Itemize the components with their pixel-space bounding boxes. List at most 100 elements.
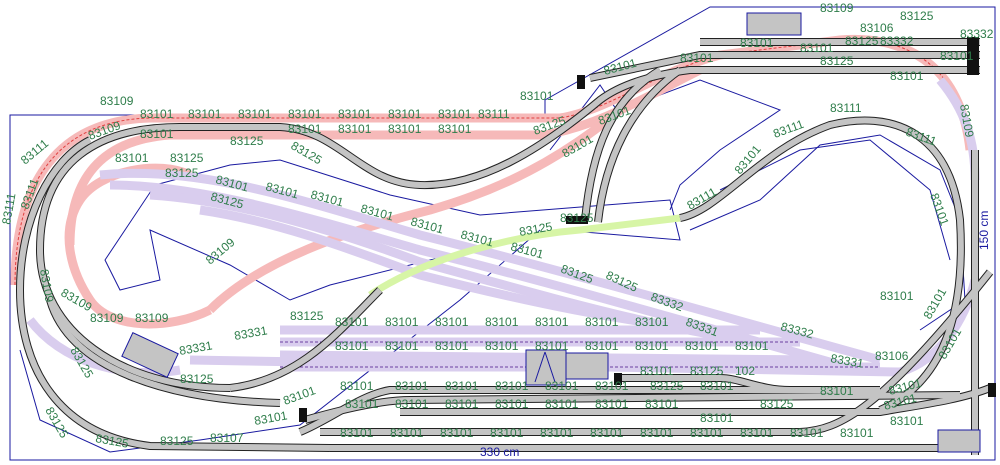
track-fill (229, 287, 383, 391)
track-piece-label: 83101 (338, 107, 372, 121)
track-piece-label: 83101 (490, 426, 524, 440)
track-piece-label: 83101 (485, 339, 519, 353)
track-piece-label: 83101 (680, 51, 714, 65)
buffer-stops (299, 37, 996, 422)
track-piece-label: 83101 (890, 69, 924, 83)
track-piece-label: 83101 (390, 426, 424, 440)
track-fill (589, 52, 980, 81)
track-piece-label: 83101 (700, 379, 734, 393)
track-piece-label: 83101 (495, 379, 529, 393)
track-piece-label: 83101 (920, 285, 949, 321)
track-piece-label: 83101 (520, 89, 554, 103)
track-fill (304, 392, 961, 423)
shed-bottom-left (121, 331, 179, 379)
track-piece-label: 83101 (385, 339, 419, 353)
track-piece-label: 102 (735, 364, 755, 378)
track-piece-label: 83101 (560, 132, 596, 161)
track-piece-label: 83101 (540, 426, 574, 440)
track-piece-label: 83101 (820, 384, 854, 398)
station-building-2 (565, 352, 609, 380)
buffer-stop-icon (614, 373, 622, 385)
track-piece-label: 83101 (740, 36, 774, 50)
buffer-stop-icon (299, 408, 307, 422)
track-piece-label: 83101 (438, 107, 472, 121)
track-piece-label: 83101 (435, 339, 469, 353)
track-piece-label: 83101 (880, 289, 914, 303)
track-piece-label: 83106 (860, 21, 894, 35)
track-piece-label: 83125 (180, 372, 214, 386)
track-piece-label: 83331 (178, 338, 214, 358)
track-piece-label: 83125 (230, 134, 264, 148)
buffer-stop-icon (988, 383, 996, 397)
track-piece-label: 83101 (790, 426, 824, 440)
height-dimension-label: 150 cm (977, 211, 991, 250)
track-piece-label: 83101 (345, 397, 379, 411)
track-piece-label: 83107 (210, 431, 244, 445)
building-bottom-right (937, 429, 981, 453)
track-piece-label: 83101 (340, 426, 374, 440)
track-piece-label: 83125 (289, 138, 325, 167)
track-piece-label: 83109 (203, 235, 238, 267)
track-piece-label: 83125 (650, 379, 684, 393)
buffer-stop-icon (577, 75, 585, 89)
track-piece-label: 83101 (840, 426, 874, 440)
track-piece-label: 83101 (585, 315, 619, 329)
track-piece-label: 83332 (880, 34, 914, 48)
track-piece-label: 83101 (140, 127, 174, 141)
track-piece-label: 83125 (94, 431, 130, 451)
track-piece-label: 83101 (253, 408, 289, 428)
track-piece-label: 83125 (290, 309, 324, 323)
track-piece-label: 83125 (170, 151, 204, 165)
track-piece-label: 83111 (904, 125, 939, 149)
track-piece-label: 83101 (340, 379, 374, 393)
track-piece-label: 83101 (590, 426, 624, 440)
track-piece-label: 83101 (495, 397, 529, 411)
track-piece-label: 83101 (281, 383, 317, 408)
track-piece-label: 83101 (635, 339, 669, 353)
track-piece-label: 83101 (395, 397, 429, 411)
track-piece-label: 83101 (635, 315, 669, 329)
track-piece-label: 83101 (388, 122, 422, 136)
track-piece-label: 83101 (188, 107, 222, 121)
buildings (121, 12, 981, 453)
track-main-level (15, 38, 994, 455)
track-piece-label: 83125 (165, 166, 199, 180)
track-piece-label: 83125 (845, 34, 879, 48)
track-piece-label: 83101 (335, 339, 369, 353)
track-piece-label: 83125 (160, 434, 194, 448)
track-piece-label: 83101 (435, 315, 469, 329)
track-piece-label: 83101 (338, 122, 372, 136)
track-piece-label: 83101 (940, 49, 974, 63)
track-piece-label: 83101 (115, 151, 149, 165)
track-piece-label: 83109 (957, 103, 977, 139)
track-piece-label: 83109 (37, 268, 57, 304)
track-piece-label: 83101 (685, 339, 719, 353)
track-piece-label: 83101 (740, 426, 774, 440)
track-piece-label: 83331 (829, 351, 865, 371)
track-piece-label: 83125 (900, 9, 934, 23)
track-fill (47, 299, 281, 406)
track-piece-label: 83101 (735, 339, 769, 353)
track-piece-label: 83125 (518, 219, 554, 239)
track-piece-label: 83101 (445, 379, 479, 393)
track-fill (16, 137, 331, 451)
track-piece-label: 83101 (640, 364, 674, 378)
track-piece-label: 83101 (335, 315, 369, 329)
track-piece-label: 83125 (820, 54, 854, 68)
track-piece-label: 83101 (690, 426, 724, 440)
track-piece-label: 83101 (535, 315, 569, 329)
track-piece-label: 83101 (485, 315, 519, 329)
track-bridge (368, 214, 681, 298)
track-piece-label: 83109 (100, 94, 134, 108)
track-piece-label: 83101 (800, 41, 834, 55)
track-piece-label: 83109 (90, 311, 124, 325)
track-piece-label: 83111 (478, 107, 510, 121)
track-fill (320, 270, 993, 435)
track-piece-label: 83101 (700, 411, 734, 425)
track-piece-label: 83101 (288, 107, 322, 121)
track-piece-label: 83109 (820, 1, 854, 15)
track-piece-label: 83331 (233, 323, 269, 343)
track-piece-label: 83101 (890, 414, 924, 428)
